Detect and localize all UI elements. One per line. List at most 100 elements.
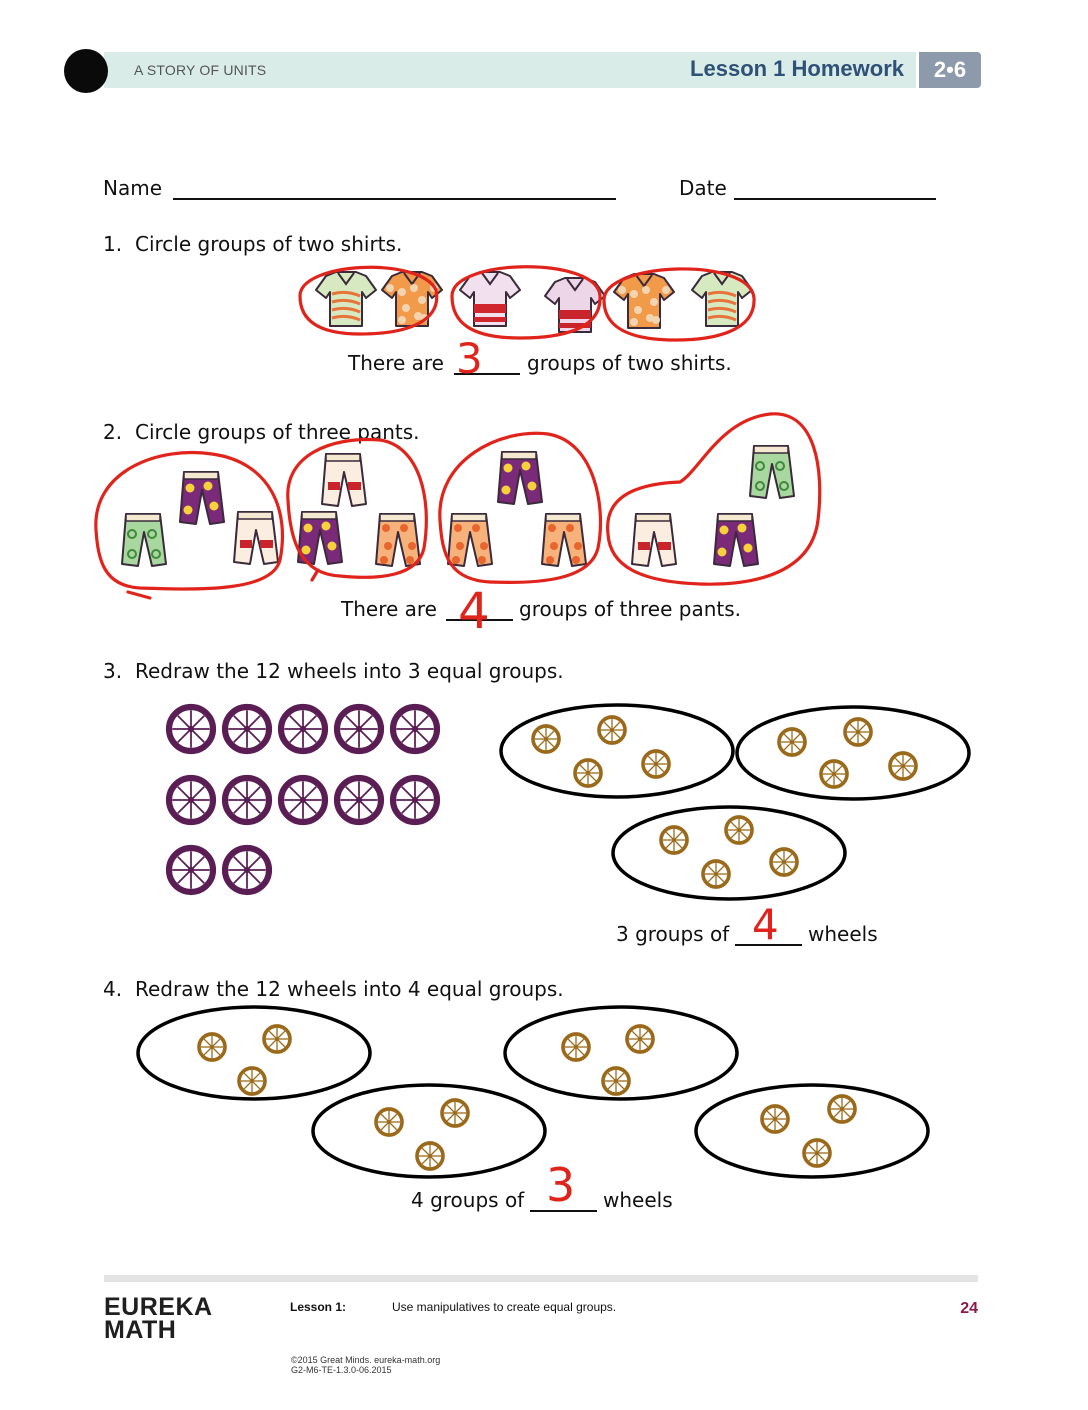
pants-1 xyxy=(179,471,225,525)
p3-group-ellipse-1 xyxy=(499,703,735,799)
problem-3-number: 3. xyxy=(103,659,123,683)
p4-brown-wheel-4 xyxy=(561,1032,591,1062)
problem-3-sentence-end: wheels xyxy=(808,922,878,946)
page-number: 24 xyxy=(960,1300,978,1317)
lesson-title: Lesson 1 Homework xyxy=(690,56,904,81)
pants-11 xyxy=(713,513,759,567)
problem-1-answer-blank[interactable] xyxy=(454,373,520,375)
footer-divider xyxy=(104,1275,978,1282)
purple-wheel-11 xyxy=(165,844,217,896)
p4-brown-wheel-6 xyxy=(601,1066,631,1096)
header-circle-marker xyxy=(64,49,108,93)
p3-brown-wheel-10 xyxy=(724,815,754,845)
pants-group-circle-1 xyxy=(94,450,285,600)
footer-lesson-label: Lesson 1: xyxy=(290,1300,347,1314)
problem-4-sentence-end: wheels xyxy=(603,1188,673,1212)
pants-9 xyxy=(541,513,587,567)
p4-brown-wheel-8 xyxy=(440,1098,470,1128)
pants-4 xyxy=(321,453,367,507)
p4-brown-wheel-9 xyxy=(415,1141,445,1171)
pants-group-circle-3 xyxy=(438,431,603,584)
p3-brown-wheel-5 xyxy=(777,727,807,757)
copyright-text: ©2015 Great Minds. eureka-math.org xyxy=(291,1355,441,1365)
p3-group-ellipse-3 xyxy=(611,805,847,901)
p3-brown-wheel-6 xyxy=(843,717,873,747)
problem-1-number: 1. xyxy=(103,232,123,256)
p4-group-ellipse-1 xyxy=(136,1005,372,1101)
purple-wheel-6 xyxy=(165,774,217,826)
problem-3-prompt: Redraw the 12 wheels into 3 equal groups… xyxy=(135,659,564,683)
p4-group-ellipse-4 xyxy=(694,1083,930,1179)
name-label: Name xyxy=(103,176,163,200)
purple-wheel-7 xyxy=(221,774,273,826)
pants-10 xyxy=(631,513,677,567)
p3-brown-wheel-2 xyxy=(597,715,627,745)
logo-line-2: MATH xyxy=(104,1316,177,1344)
eureka-math-logo: EUREKA MATH xyxy=(104,1293,213,1344)
copyright-block: ©2015 Great Minds. eureka-math.org G2-M6… xyxy=(291,1355,440,1375)
p4-brown-wheel-12 xyxy=(802,1138,832,1168)
document-code: G2-M6-TE-1.3.0-06.2015 xyxy=(291,1365,392,1375)
pants-7 xyxy=(497,451,543,505)
p4-brown-wheel-3 xyxy=(237,1066,267,1096)
problem-1-handwritten-answer: 3 xyxy=(456,334,483,383)
problem-4-sentence-start: 4 groups of xyxy=(411,1188,525,1212)
purple-wheel-5 xyxy=(389,703,441,755)
problem-4-answer-blank[interactable] xyxy=(530,1210,597,1212)
shirt-group-circle-1 xyxy=(298,265,439,336)
pants-3 xyxy=(233,511,279,565)
series-title: A STORY OF UNITS xyxy=(134,62,267,78)
p4-brown-wheel-11 xyxy=(827,1094,857,1124)
logo-line-1: EUREKA xyxy=(104,1293,213,1321)
pants-6 xyxy=(375,513,421,567)
problem-4-number: 4. xyxy=(103,977,123,1001)
problem-2-handwritten-answer: 4 xyxy=(458,582,490,640)
name-field[interactable] xyxy=(173,198,616,200)
purple-wheel-4 xyxy=(333,703,385,755)
problem-4-prompt: Redraw the 12 wheels into 4 equal groups… xyxy=(135,977,564,1001)
p4-brown-wheel-5 xyxy=(625,1024,655,1054)
pants-group-circle-2 xyxy=(286,437,428,582)
date-label: Date xyxy=(679,176,727,200)
purple-wheel-8 xyxy=(277,774,329,826)
problem-2-sentence-end: groups of three pants. xyxy=(519,597,742,621)
p3-group-ellipse-2 xyxy=(735,705,971,801)
p4-group-ellipse-2 xyxy=(503,1005,739,1101)
shirt-4 xyxy=(544,277,606,333)
header-bar xyxy=(104,52,916,88)
p4-brown-wheel-1 xyxy=(197,1032,227,1062)
problem-3-handwritten-answer: 4 xyxy=(752,900,779,949)
shirt-5 xyxy=(613,273,675,329)
shirt-3 xyxy=(459,271,521,327)
module-badge: 2•6 xyxy=(919,52,981,88)
p3-brown-wheel-1 xyxy=(531,724,561,754)
purple-wheel-10 xyxy=(389,774,441,826)
problem-1-sentence-end: groups of two shirts. xyxy=(527,351,732,375)
p3-brown-wheel-11 xyxy=(701,859,731,889)
purple-wheel-2 xyxy=(221,703,273,755)
p4-brown-wheel-7 xyxy=(374,1107,404,1137)
shirt-group-circle-3 xyxy=(602,267,756,342)
p4-brown-wheel-2 xyxy=(262,1024,292,1054)
problem-2-sentence-start: There are xyxy=(341,597,437,621)
problem-3-sentence-start: 3 groups of xyxy=(616,922,730,946)
p3-brown-wheel-7 xyxy=(819,759,849,789)
shirt-group-circle-2 xyxy=(450,265,602,340)
pants-5 xyxy=(297,511,343,565)
problem-1-sentence-start: There are xyxy=(348,351,444,375)
pants-group-circle-4 xyxy=(606,412,822,586)
date-field[interactable] xyxy=(734,198,936,200)
p3-brown-wheel-8 xyxy=(888,751,918,781)
problem-1-prompt: Circle groups of two shirts. xyxy=(135,232,403,256)
purple-wheel-1 xyxy=(165,703,217,755)
shirt-2 xyxy=(381,271,443,327)
p4-group-ellipse-3 xyxy=(311,1083,547,1179)
problem-2-number: 2. xyxy=(103,420,123,444)
problem-3-answer-blank[interactable] xyxy=(735,944,802,946)
shirt-1 xyxy=(315,271,377,327)
purple-wheel-3 xyxy=(277,703,329,755)
shirt-6 xyxy=(691,271,753,327)
problem-2-answer-blank[interactable] xyxy=(446,619,513,621)
p3-brown-wheel-3 xyxy=(573,758,603,788)
pants-12 xyxy=(749,445,795,499)
